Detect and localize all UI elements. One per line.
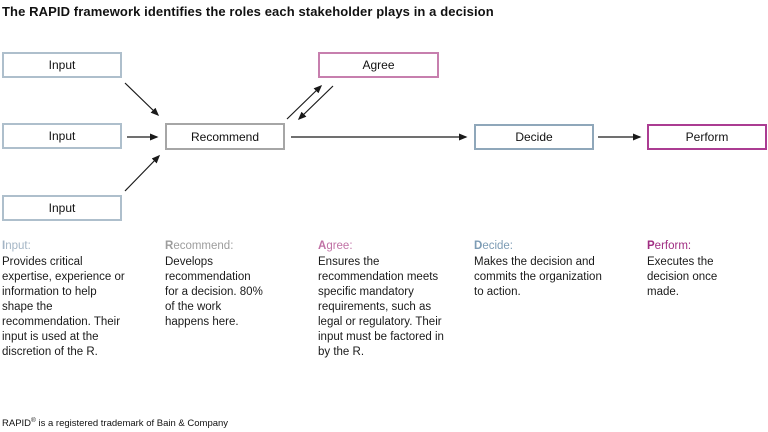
role-column-decide: Decide: Makes the decision and commits t… (474, 239, 602, 300)
page-title: The RAPID framework identifies the roles… (2, 4, 494, 19)
role-heading-decide-letter: D (474, 240, 483, 252)
role-heading-agree: Agree: (318, 239, 450, 254)
role-description-recommend: Develops recommendation for a decision. … (165, 256, 263, 328)
box-input-1: Input (2, 52, 122, 78)
box-recommend-label: Recommend (190, 129, 260, 144)
box-perform: Perform (647, 124, 767, 150)
arrow-input1-to-recommend (124, 82, 160, 117)
role-heading-recommend: Recommend: (165, 239, 267, 254)
role-description-input: Provides critical expertise, experience … (2, 256, 125, 358)
footer-note: RAPID® is a registered trademark of Bain… (2, 417, 228, 429)
role-description-perform: Executes the decision once made. (647, 256, 718, 298)
role-description-decide: Makes the decision and commits the organ… (474, 256, 602, 298)
role-heading-decide-rest: ecide: (482, 240, 513, 252)
box-perform-label: Perform (685, 130, 729, 144)
role-description-agree: Ensures the recommendation meets specifi… (318, 256, 444, 358)
footer-text: is a registered trademark of Bain & Comp… (35, 418, 229, 430)
flow-arrows (124, 82, 642, 192)
box-agree: Agree (318, 52, 439, 78)
box-input-3-label: Input (48, 201, 76, 215)
role-heading-recommend-rest: ecommend: (173, 240, 234, 252)
footer-brand: RAPID (2, 418, 32, 430)
arrow-recommend-to-agree (286, 84, 323, 120)
role-heading-recommend-letter: R (165, 240, 174, 252)
box-agree-label: Agree (362, 58, 395, 72)
box-input-2: Input (2, 123, 122, 149)
box-input-2-label: Input (48, 129, 76, 143)
arrow-agree-to-recommend (297, 85, 334, 121)
role-heading-input-rest: nput: (5, 240, 31, 252)
role-heading-agree-letter: A (318, 240, 327, 252)
box-input-1-label: Input (48, 58, 76, 72)
role-heading-decide: Decide: (474, 239, 602, 254)
role-heading-perform-letter: P (647, 240, 655, 252)
role-heading-input-letter: I (2, 240, 6, 252)
box-decide-label: Decide (515, 130, 553, 144)
role-heading-perform-rest: erform: (654, 240, 692, 252)
box-recommend: Recommend (165, 123, 285, 150)
arrow-input3-to-recommend (124, 154, 161, 192)
registered-trademark-symbol: ® (31, 417, 36, 424)
box-input-3: Input (2, 195, 122, 221)
role-heading-perform: Perform: (647, 239, 739, 254)
role-column-input: Input: Provides critical expertise, expe… (2, 239, 130, 360)
role-heading-agree-rest: gree: (326, 240, 353, 252)
box-decide: Decide (474, 124, 594, 150)
role-column-perform: Perform: Executes the decision once made… (647, 239, 739, 300)
role-column-agree: Agree: Ensures the recommendation meets … (318, 239, 450, 360)
role-heading-input: Input: (2, 239, 130, 254)
role-column-recommend: Recommend: Develops recommendation for a… (165, 239, 267, 330)
